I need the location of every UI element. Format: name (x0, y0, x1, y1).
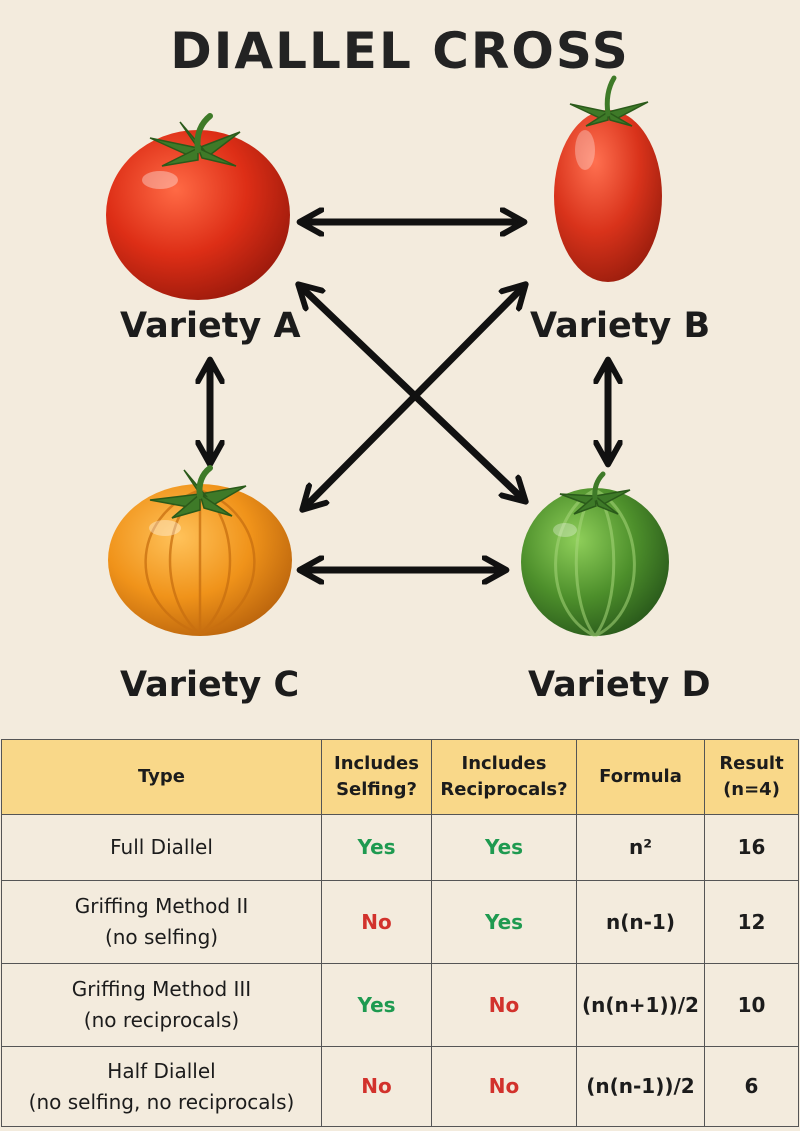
header-formula: Formula (576, 739, 705, 815)
tomato-b-icon (554, 75, 662, 282)
row-formula: n(n-1) (576, 880, 705, 964)
diallel-diagram (106, 75, 669, 638)
row-result: 6 (704, 1046, 799, 1127)
row-result: 10 (704, 963, 799, 1047)
variety-a-label: Variety A (120, 306, 301, 346)
tomato-c-icon (108, 465, 292, 636)
row-formula: (n(n-1))/2 (576, 1046, 705, 1127)
row-selfing: Yes (321, 963, 432, 1047)
table-row: Full Diallel Yes Yes n² 16 (1, 814, 799, 881)
table-row: Half Diallel (no selfing, no reciprocals… (1, 1046, 799, 1127)
header-selfing: Includes Selfing? (321, 739, 432, 815)
row-selfing: No (321, 880, 432, 964)
row-formula: n² (576, 814, 705, 881)
variety-c-label: Variety C (120, 665, 300, 705)
row-type: Full Diallel (1, 814, 322, 881)
row-reciprocals: Yes (431, 814, 577, 881)
table-header-row: Type Includes Selfing? Includes Reciproc… (1, 739, 799, 815)
table-row: Griffing Method II (no selfing) No Yes n… (1, 880, 799, 964)
row-result: 12 (704, 880, 799, 964)
header-type: Type (1, 739, 322, 815)
tomato-d-icon (521, 471, 669, 638)
row-type: Griffing Method II (no selfing) (1, 880, 322, 964)
header-result: Result (n=4) (704, 739, 799, 815)
page-title: DIALLEL CROSS (170, 22, 630, 80)
row-reciprocals: Yes (431, 880, 577, 964)
arrow-b-c (304, 286, 524, 508)
diallel-table: Type Includes Selfing? Includes Reciproc… (1, 739, 799, 1127)
row-reciprocals: No (431, 1046, 577, 1127)
row-reciprocals: No (431, 963, 577, 1047)
variety-d-label: Variety D (528, 665, 711, 705)
row-result: 16 (704, 814, 799, 881)
row-type: Half Diallel (no selfing, no reciprocals… (1, 1046, 322, 1127)
table-row: Griffing Method III (no reciprocals) Yes… (1, 963, 799, 1047)
variety-b-label: Variety B (530, 306, 711, 346)
header-reciprocals: Includes Reciprocals? (431, 739, 577, 815)
row-formula: (n(n+1))/2 (576, 963, 705, 1047)
row-selfing: Yes (321, 814, 432, 881)
tomato-a-icon (106, 113, 290, 300)
row-selfing: No (321, 1046, 432, 1127)
row-type: Griffing Method III (no reciprocals) (1, 963, 322, 1047)
